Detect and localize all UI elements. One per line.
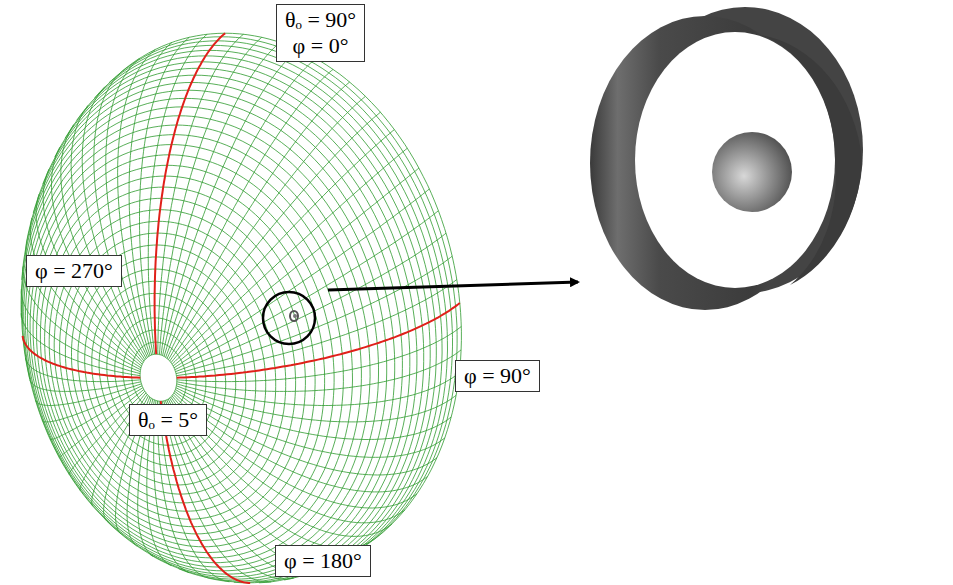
angle-label: φ = 0° [285, 33, 356, 59]
zoom-arrow [328, 282, 578, 290]
particle-icon [293, 314, 297, 318]
label-box: θₒ = 5° [129, 404, 207, 436]
label-box: φ = 180° [275, 545, 371, 577]
angle-label: θₒ = 5° [138, 407, 198, 433]
angle-label: φ = 90° [464, 363, 531, 389]
particle-icon [290, 311, 298, 321]
sphere-grid [21, 33, 461, 583]
angle-label: θₒ = 90° [285, 7, 356, 33]
angle-label: φ = 180° [284, 548, 362, 574]
label-box: φ = 270° [26, 255, 122, 287]
ring-illustration [590, 7, 863, 310]
label-box: φ = 90° [455, 360, 540, 392]
angle-label: φ = 270° [35, 258, 113, 284]
meridian-line [23, 33, 460, 583]
zoom-circle [263, 292, 315, 344]
label-box: θₒ = 90°φ = 0° [276, 4, 365, 62]
